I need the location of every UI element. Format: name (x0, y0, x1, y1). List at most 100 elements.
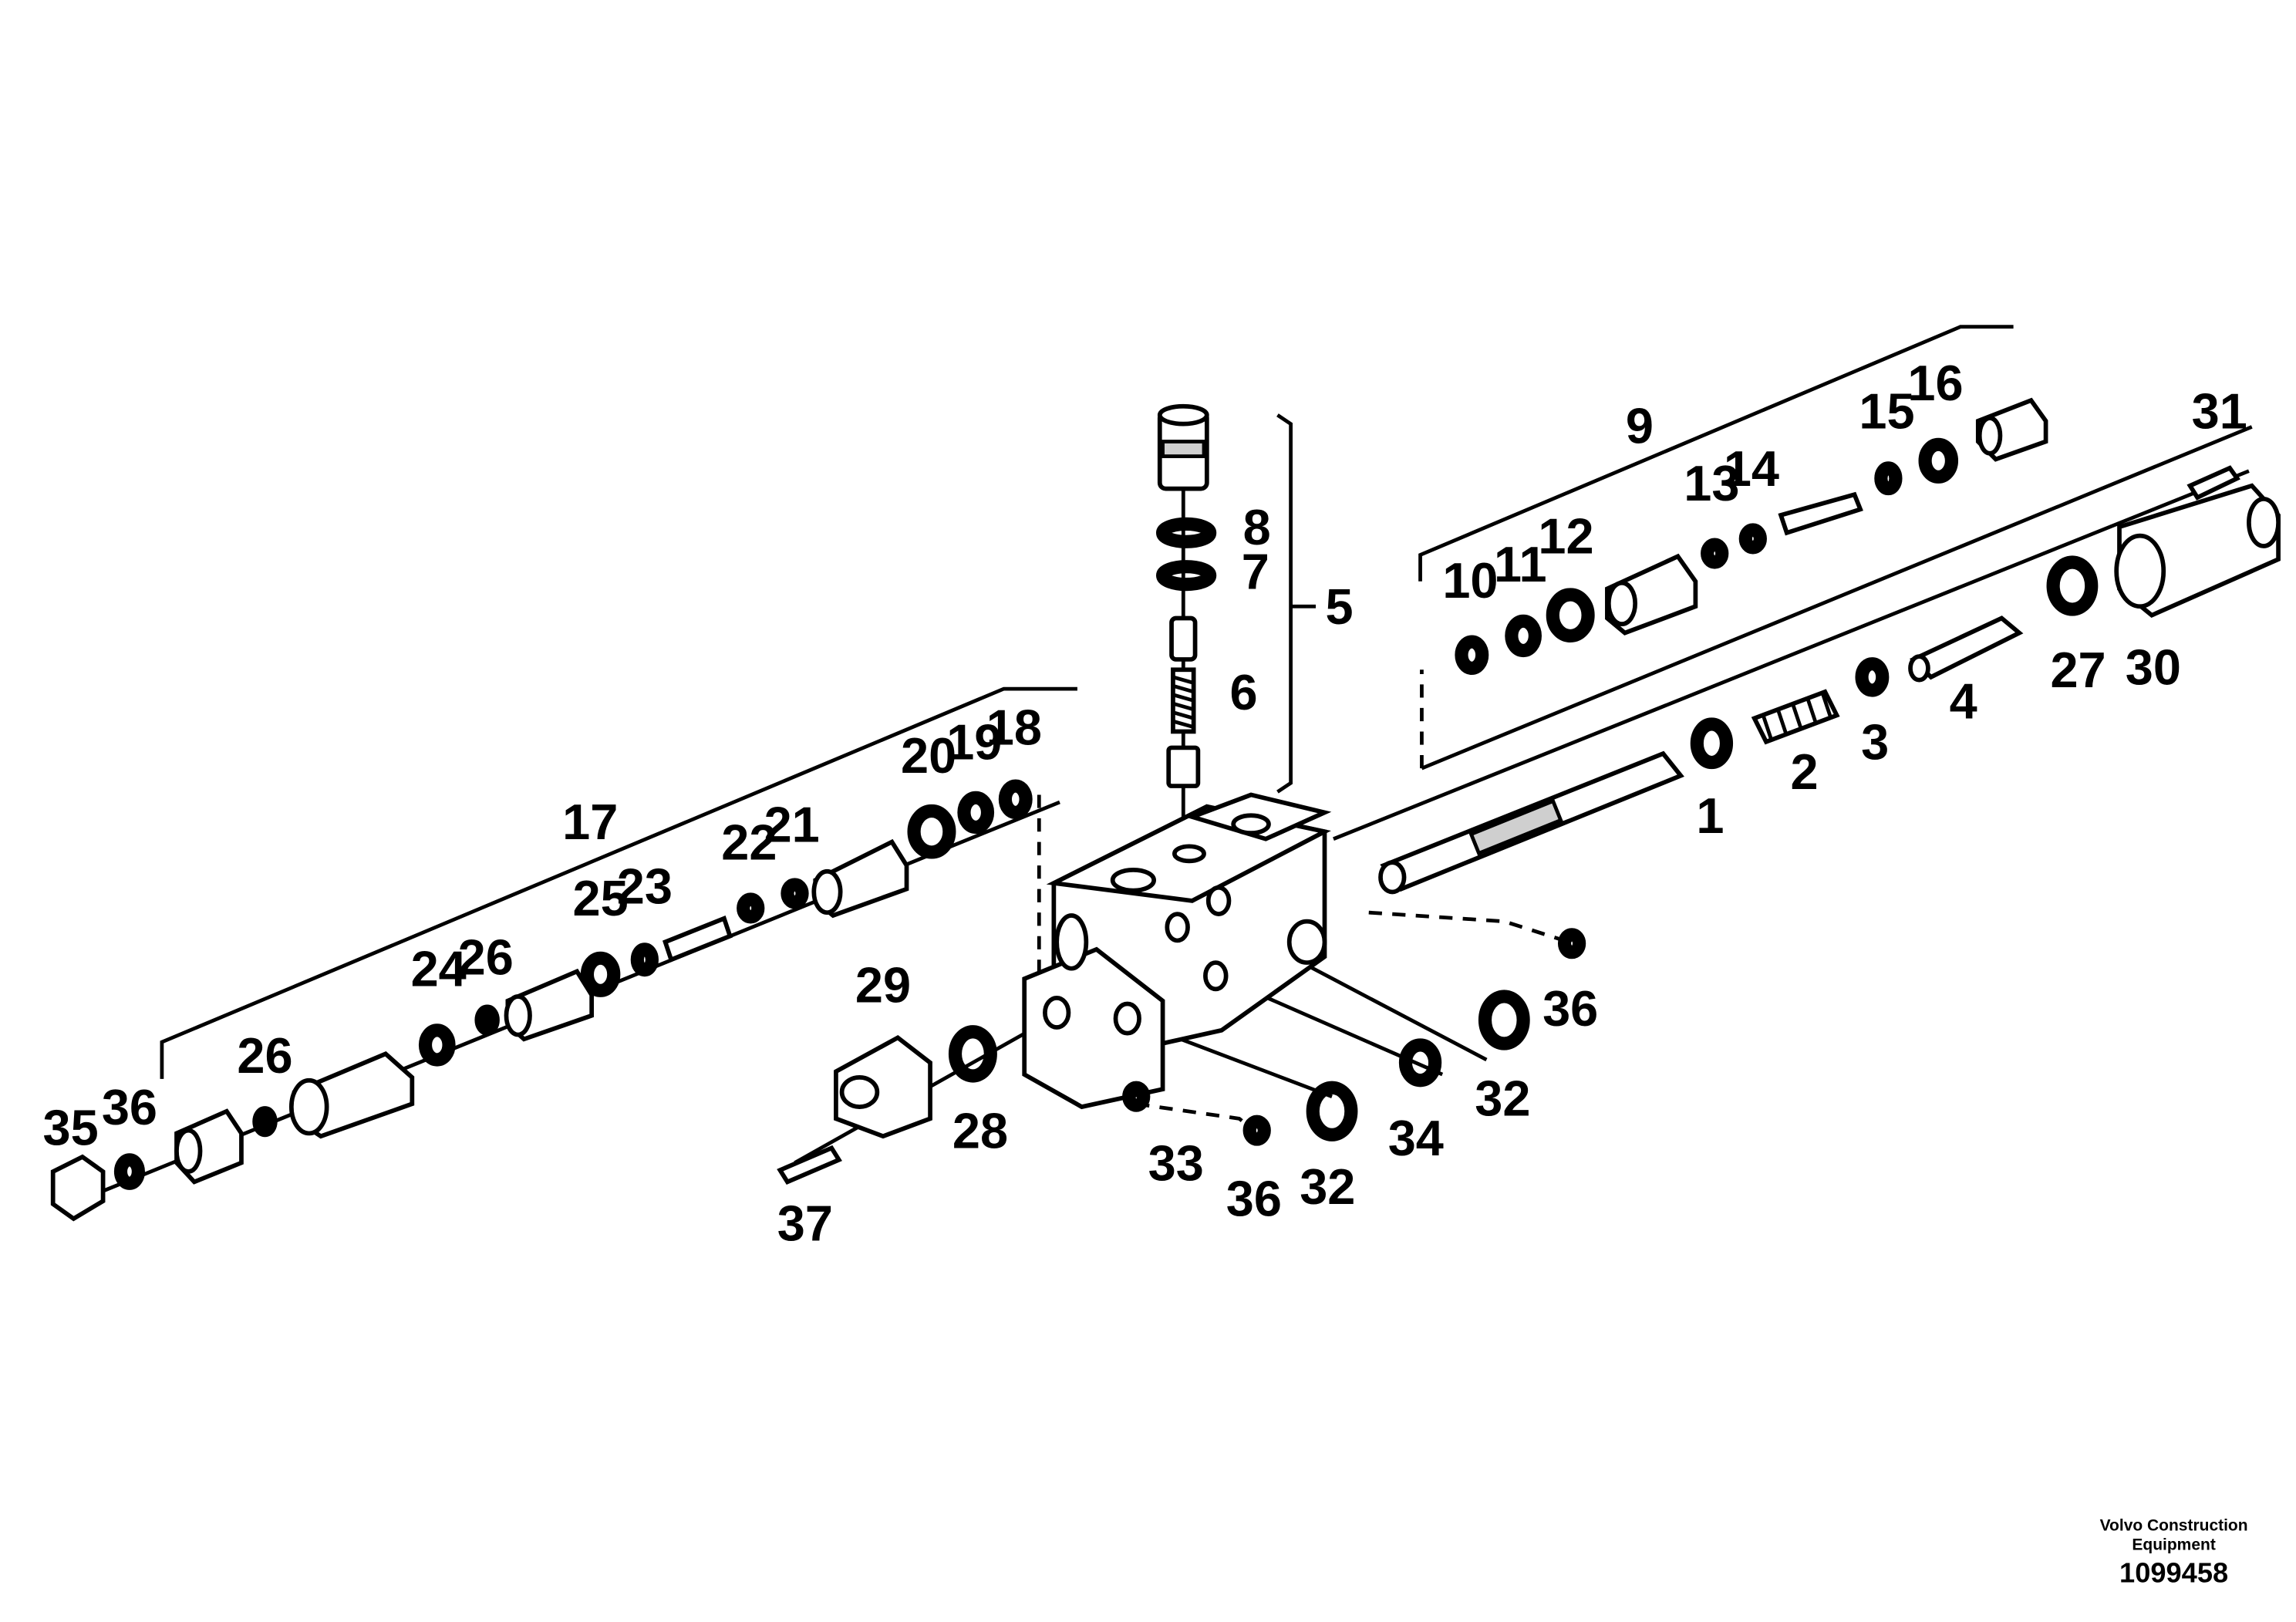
o-ring-11 (1505, 614, 1542, 658)
o-ring-14 (1738, 523, 1767, 555)
callout-36b: 36 (1542, 980, 1598, 1037)
callout-20: 20 (901, 727, 956, 784)
o-ring-12 (1546, 588, 1595, 642)
callout-3: 3 (1861, 714, 1889, 771)
bracket-group-5 (1276, 413, 1317, 794)
piston-poppet (1169, 615, 1198, 662)
o-ring-22 (737, 892, 765, 924)
spring-6 (1171, 667, 1196, 734)
callout-29: 29 (855, 957, 911, 1013)
callout-13: 13 (1684, 455, 1739, 511)
caption-line-2: Equipment (2132, 1536, 2215, 1553)
callout-33: 33 (1148, 1135, 1204, 1191)
o-ring-18 (998, 779, 1033, 819)
callout-16: 16 (1907, 355, 1963, 411)
callout-5: 5 (1326, 578, 1354, 635)
o-ring-23 (630, 943, 659, 977)
callout-21: 21 (764, 797, 820, 853)
o-ring-34 (1398, 1038, 1442, 1088)
plug-assembly-upper (1605, 553, 1698, 636)
callout-36c: 36 (1226, 1170, 1282, 1226)
callout-26b: 26 (237, 1027, 292, 1084)
adjust-cap (1975, 397, 2048, 462)
o-ring-36a (113, 1153, 145, 1190)
plug-assembly-left (811, 838, 909, 919)
bracket-group-9 (1418, 325, 2014, 582)
figure-number: 1099458 (2119, 1556, 2228, 1588)
o-ring-21 (781, 878, 809, 909)
callout-32a: 32 (1475, 1071, 1530, 1127)
flange-29 (834, 1034, 932, 1139)
callout-26a: 26 (458, 929, 514, 985)
callout-12: 12 (1538, 508, 1593, 565)
o-ring-8 (1155, 517, 1217, 548)
o-ring-33 (1122, 1081, 1151, 1112)
callout-2: 2 (1791, 744, 1819, 800)
stopper-4 (1908, 615, 2024, 683)
bolt-31 (2186, 465, 2240, 501)
callout-11: 11 (1494, 536, 1547, 592)
callout-9: 9 (1626, 397, 1654, 454)
o-ring-28 (948, 1025, 997, 1083)
o-ring-36b (1557, 928, 1586, 959)
callout-30: 30 (2126, 639, 2181, 695)
o-ring-26b (252, 1106, 278, 1138)
callout-1: 1 (1696, 787, 1724, 844)
sleeve-left (504, 968, 595, 1042)
spool-spring-2 (1751, 689, 1840, 745)
nut-left (174, 1108, 244, 1185)
poppet-left (662, 916, 733, 963)
o-ring-7 (1155, 560, 1217, 592)
o-ring-15 (1874, 461, 1903, 496)
callout-18: 18 (986, 700, 1042, 756)
callout-32b: 32 (1300, 1158, 1355, 1215)
bolt-37 (777, 1145, 842, 1185)
o-ring-19 (957, 791, 995, 835)
callout-labels: 1 2 3 4 5 6 7 8 9 10 11 12 13 14 15 16 1… (43, 355, 2247, 1252)
o-ring-36c (1242, 1114, 1271, 1146)
callout-24: 24 (411, 941, 467, 997)
callout-35: 35 (43, 1100, 99, 1156)
callout-4: 4 (1950, 673, 1977, 729)
spool (1378, 750, 1684, 895)
callout-10: 10 (1442, 552, 1498, 609)
valve-assembly-left (288, 1051, 415, 1139)
callout-15: 15 (1859, 383, 1914, 439)
caption-line-1: Volvo Construction (2100, 1517, 2248, 1535)
callout-37: 37 (777, 1195, 833, 1252)
relief-valve-cartridge (1157, 403, 1209, 491)
callout-19: 19 (946, 714, 1002, 771)
callout-25: 25 (573, 870, 629, 926)
o-ring-24 (418, 1023, 456, 1067)
spring-seat-1 (1690, 717, 1734, 770)
callout-23: 23 (617, 858, 673, 915)
o-ring-26a (474, 1004, 500, 1036)
callout-22: 22 (721, 814, 777, 870)
callout-27: 27 (2050, 642, 2106, 698)
o-ring-20 (907, 804, 956, 859)
cover-30 (2114, 483, 2281, 619)
callout-34: 34 (1388, 1110, 1444, 1166)
callout-36a: 36 (102, 1079, 157, 1135)
washer-3 (1855, 657, 1890, 697)
plug-35 (50, 1154, 106, 1222)
pilot-poppet (1778, 491, 1863, 536)
callout-28: 28 (952, 1103, 1008, 1159)
callout-7: 7 (1242, 543, 1269, 599)
o-ring-25 (580, 951, 621, 997)
o-ring-16 (1918, 437, 1959, 484)
o-ring-13 (1701, 538, 1729, 569)
bracket-group-17 (160, 686, 1077, 1079)
callout-8: 8 (1243, 499, 1271, 555)
callout-14: 14 (1724, 440, 1779, 497)
valve-body (1022, 792, 1332, 1110)
callout-17: 17 (562, 794, 618, 850)
o-ring-32b (1306, 1081, 1358, 1141)
callout-6: 6 (1229, 664, 1257, 720)
o-ring-27 (2046, 555, 2099, 616)
publisher-caption: Volvo Construction Equipment 1099458 (2100, 1517, 2248, 1589)
callout-31: 31 (2192, 383, 2247, 439)
o-ring-32a (1478, 990, 1530, 1050)
seat-part (1166, 745, 1201, 788)
